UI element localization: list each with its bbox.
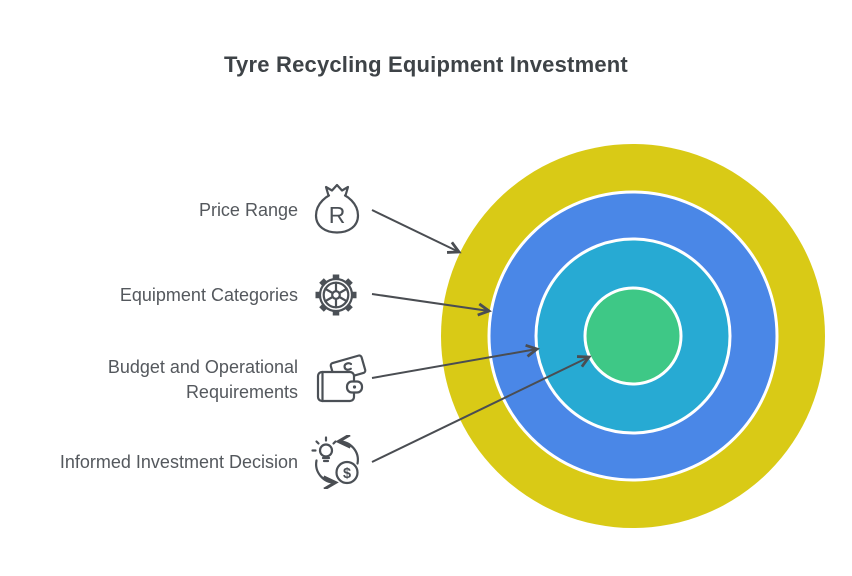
lightbulb-rays xyxy=(311,436,337,452)
arrow-budget-requirements xyxy=(371,343,540,379)
label-budget-requirements: Budget and Operational Requirements xyxy=(107,357,298,402)
ring-center xyxy=(583,286,683,386)
wheel-spokes xyxy=(324,281,348,309)
gear-icon xyxy=(315,274,357,316)
label-price-range: Price Range xyxy=(198,200,298,220)
dollar-symbol: $ xyxy=(343,466,351,482)
cycle-arrow-top xyxy=(335,435,359,465)
money-bag-symbol: R xyxy=(329,202,346,228)
lightbulb xyxy=(318,443,334,458)
arrow-equipment-categories xyxy=(371,293,492,317)
idea-to-money-icon: $ xyxy=(311,435,359,489)
label-equipment-categories: Equipment Categories xyxy=(119,285,298,305)
wheel-hub xyxy=(331,290,341,300)
arrow-informed-decision xyxy=(371,355,592,463)
label-informed-decision: Informed Investment Decision xyxy=(59,452,298,472)
dollar-coin xyxy=(335,460,359,485)
money-bag-tie xyxy=(324,183,350,197)
cycle-arrow-bottom xyxy=(315,459,339,489)
lightbulb-base xyxy=(321,456,331,463)
wallet-clasp-button xyxy=(352,385,357,389)
page-title: Tyre Recycling Equipment Investment xyxy=(224,52,628,77)
money-bag-rand-icon: R xyxy=(314,183,360,234)
arrow-price-range xyxy=(371,209,462,254)
money-bag-body xyxy=(314,194,360,234)
wallet-money-icon xyxy=(316,354,367,403)
